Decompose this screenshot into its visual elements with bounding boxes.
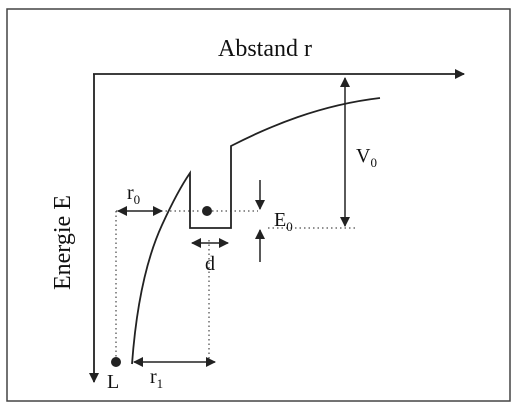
e0-label: E0 (274, 209, 293, 234)
d-label: d (205, 253, 215, 275)
border (6, 8, 511, 402)
particle-dot (202, 206, 212, 216)
potential-curve (131, 97, 381, 365)
x-axis-label: Abstand r (218, 36, 312, 62)
v0-label: V0 (356, 145, 377, 170)
r0-label: r0 (127, 182, 140, 207)
lattice-dot (111, 357, 121, 367)
r1-label: r1 (150, 366, 163, 391)
y-axis-label: Energie E (50, 195, 76, 290)
L-label: L (107, 371, 119, 393)
